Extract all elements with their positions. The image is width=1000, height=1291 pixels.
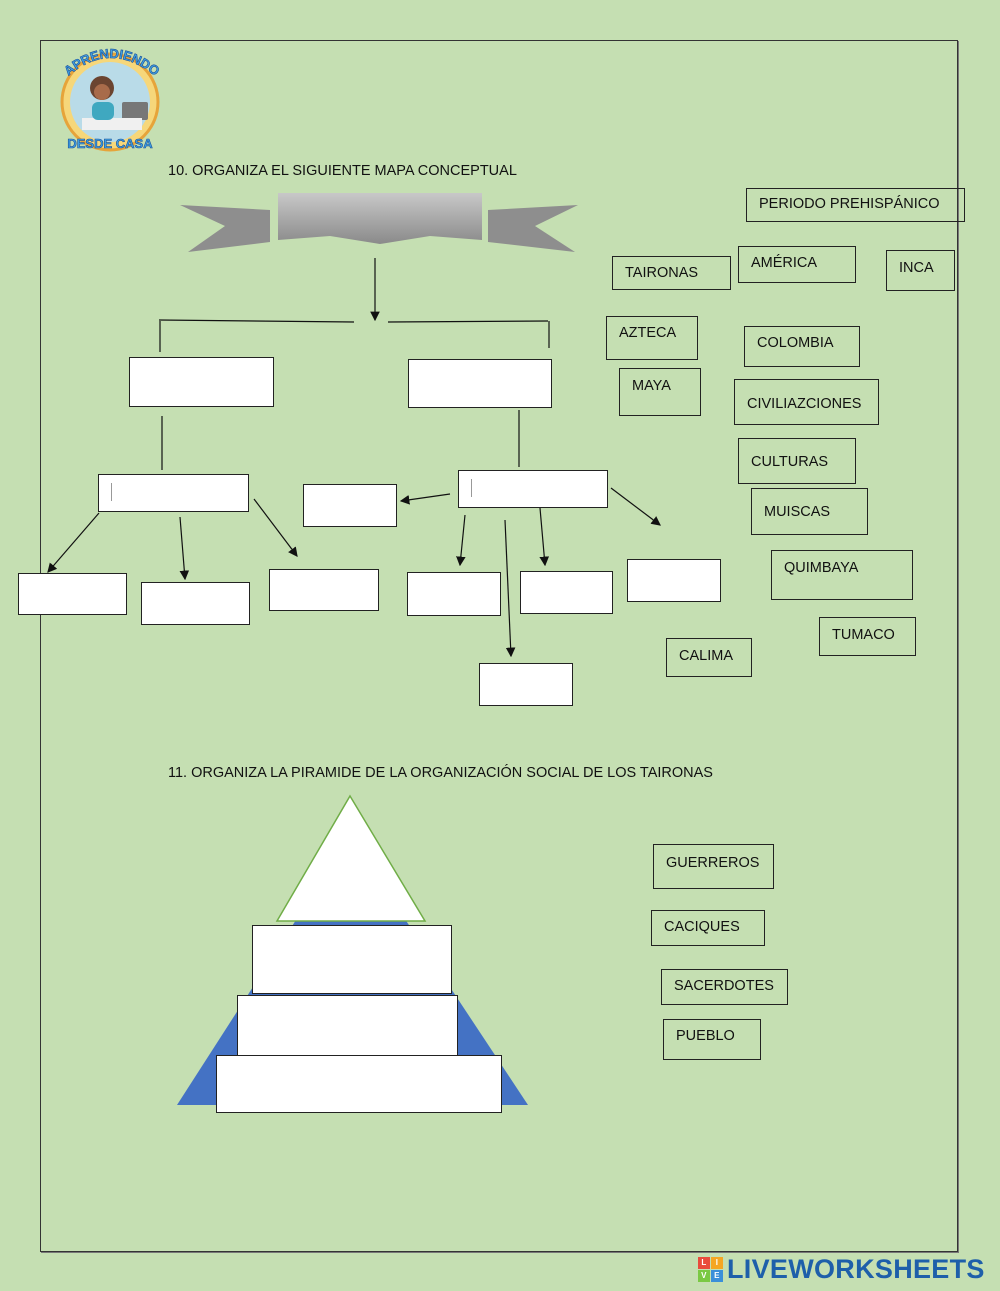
map-blank-leaf-2[interactable]: [141, 582, 250, 625]
map-blank-leaf-1[interactable]: [18, 573, 127, 615]
arrow-right-5: [610, 487, 661, 526]
logo-bottom-text: DESDE CASA: [67, 136, 153, 151]
word-tumaco[interactable]: TUMACO: [819, 617, 916, 656]
question-11-title: 11. ORGANIZA LA PIRAMIDE DE LA ORGANIZAC…: [168, 765, 713, 781]
liveworksheets-icon: L I V E: [698, 1257, 723, 1282]
arrow-right-2: [456, 514, 466, 567]
pyramid-blank-level-2[interactable]: [252, 925, 452, 994]
word-muiscas[interactable]: MUISCAS: [751, 488, 868, 535]
word-azteca[interactable]: AZTECA: [606, 316, 698, 360]
word-calima[interactable]: CALIMA: [666, 638, 752, 677]
word-guerreros[interactable]: GUERREROS: [653, 844, 774, 889]
brand-name: LIVEWORKSHEETS: [727, 1254, 985, 1284]
map-blank-leaf-7[interactable]: [479, 663, 573, 706]
arrow-right-3: [504, 519, 516, 658]
text-cursor: [471, 479, 472, 497]
map-blank-level2-right[interactable]: [458, 470, 608, 508]
worksheet-frame: [40, 40, 958, 1252]
pyramid-blank-level-4[interactable]: [216, 1055, 502, 1113]
map-blank-leaf-5[interactable]: [520, 571, 613, 614]
word-civiliazciones[interactable]: CIVILIAZCIONES: [734, 379, 879, 425]
word-sacerdotes[interactable]: SACERDOTES: [661, 969, 788, 1005]
title-banner: [180, 193, 578, 252]
connector-left: [158, 319, 355, 323]
word-inca[interactable]: INCA: [886, 250, 955, 291]
map-blank-level2-left[interactable]: [98, 474, 249, 512]
arrow-left-2: [179, 516, 190, 581]
word-america[interactable]: AMÉRICA: [738, 246, 856, 283]
word-culturas[interactable]: CULTURAS: [738, 438, 856, 484]
liveworksheets-brand: L I V E LIVEWORKSHEETS: [698, 1254, 985, 1285]
map-blank-leaf-6[interactable]: [627, 559, 721, 602]
logo-image: APRENDIENDO DESDE CASA: [60, 46, 163, 152]
map-blank-right-side[interactable]: [303, 484, 397, 527]
word-maya[interactable]: MAYA: [619, 368, 701, 416]
arrow-left-3: [253, 498, 298, 557]
map-blank-leaf-3[interactable]: [269, 569, 379, 611]
word-quimbaya[interactable]: QUIMBAYA: [771, 550, 913, 600]
connector-right: [387, 320, 549, 323]
word-taironas[interactable]: TAIRONAS: [612, 256, 731, 290]
pyramid-blank-level-3[interactable]: [237, 995, 458, 1057]
word-periodo-prehispanico[interactable]: PERIODO PREHISPÁNICO: [746, 188, 965, 222]
word-pueblo[interactable]: PUEBLO: [663, 1019, 761, 1060]
arrow-left-1: [47, 512, 100, 573]
map-blank-leaf-4[interactable]: [407, 572, 501, 616]
arrow-right-4: [539, 507, 550, 567]
arrow-right-1: [399, 493, 451, 505]
word-colombia[interactable]: COLOMBIA: [744, 326, 860, 367]
word-caciques[interactable]: CACIQUES: [651, 910, 765, 946]
map-blank-level1-left[interactable]: [129, 357, 274, 407]
map-blank-level1-right[interactable]: [408, 359, 552, 408]
text-cursor: [111, 483, 112, 501]
aprendiendo-desde-casa-logo: APRENDIENDO DESDE CASA: [52, 44, 170, 154]
question-10-title: 10. ORGANIZA EL SIGUIENTE MAPA CONCEPTUA…: [168, 163, 517, 179]
